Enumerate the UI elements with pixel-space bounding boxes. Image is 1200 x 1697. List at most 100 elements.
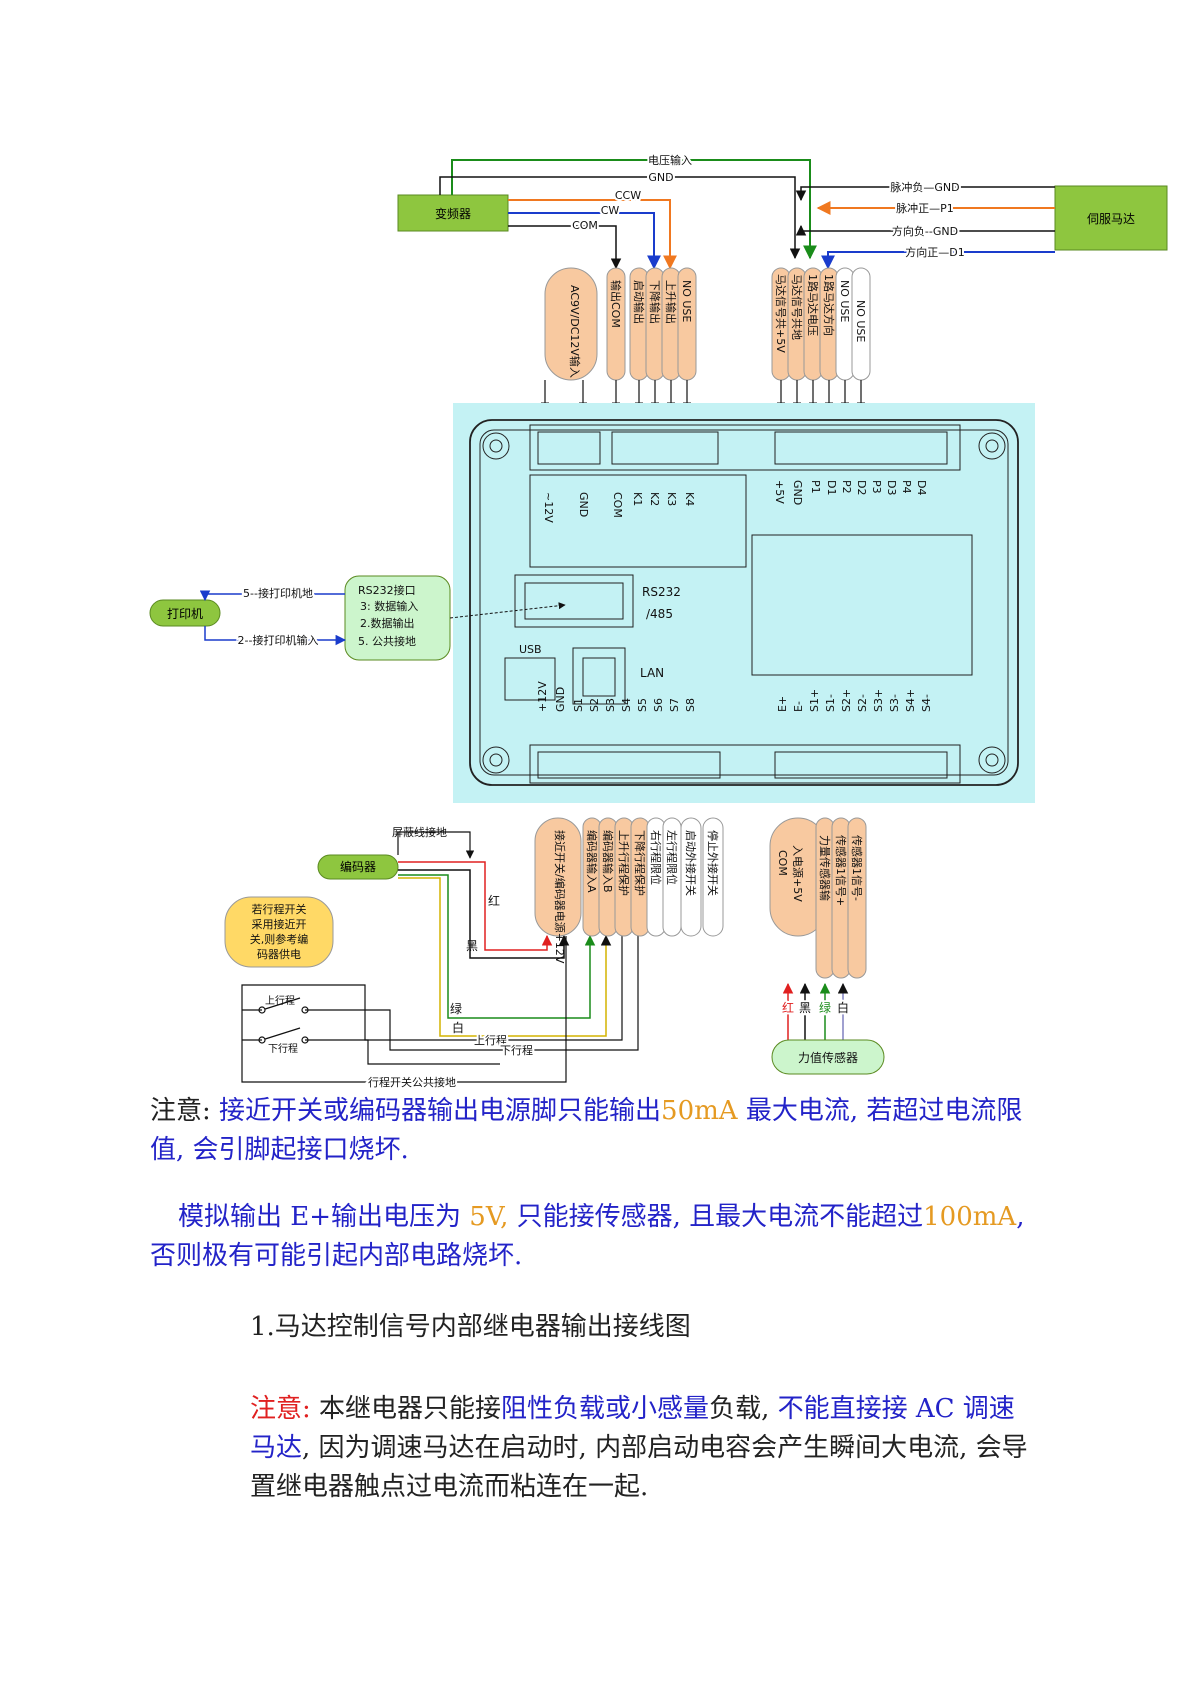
wiring-diagram: 变频器 伺服马达 电压输入 GND CCW CW COM 脉冲负—GND 脉冲正…	[149, 151, 1168, 1091]
note1-value: 50mA	[661, 1096, 738, 1126]
wire-white-label: 白	[452, 1020, 464, 1035]
tt-2: COM	[611, 492, 624, 518]
rs232-line-4: 5. 公共接地	[358, 635, 416, 648]
wire-red	[398, 861, 553, 951]
bottom-terminal-labels: +12V GND S1 S2 S3 S4 S5 S6 S7 S8 E+ E- S…	[536, 681, 933, 712]
bt-l3: S2	[588, 698, 601, 712]
motor-pills: 马达信号共+5V 马达信号共地 1路马达电压 1路马达方向 NO USE NO …	[771, 267, 871, 381]
wire-cw-label: CW	[601, 204, 620, 217]
proximity-note-line-2: 采用接近开	[252, 918, 307, 931]
bt-l5: S4	[620, 698, 633, 712]
pill-sensor-power-label-1: 入电源+5V	[791, 845, 805, 902]
wire-white	[398, 877, 612, 1037]
bt-l2: S1	[572, 698, 585, 712]
top-terminal-block	[529, 424, 961, 471]
board-outline	[469, 419, 1019, 786]
bt-r3: S1-	[824, 694, 837, 712]
note3-load: 负载,	[709, 1394, 778, 1424]
supply-pill-label: AC9V/DC12V输入	[568, 285, 582, 378]
tt-4: K2	[648, 492, 661, 506]
wire-dir-pos-label: 方向正—D1	[905, 245, 964, 259]
wire-voltage-in-label: 电压输入	[648, 153, 692, 167]
wire-dir-neg	[795, 224, 1055, 236]
wire-printer-in-label: 2--接打印机输入	[238, 633, 319, 647]
board-panel	[453, 403, 1035, 803]
pill-enc-b-label: 编码器输入B	[601, 830, 615, 893]
note-relay-load: 注意: 本继电器只能接阻性负载或小感量负载, 不能直接接 AC 调速马达, 因为…	[250, 1390, 1030, 1507]
wire-black-label: 黑	[466, 939, 478, 953]
note3-warning: 不能直接接 AC 调速马达	[250, 1394, 1015, 1463]
wire-dir-pos	[821, 251, 1055, 270]
rs232-line-1: RS232接口	[358, 584, 416, 597]
pill-prox-power	[534, 817, 582, 937]
wire-green-label: 绿	[450, 1001, 462, 1016]
bt-r4: S2+	[840, 689, 853, 712]
pill-no-use-r2-label: NO USE	[854, 300, 867, 342]
usb-label: USB	[519, 643, 542, 656]
pill-sensor-sig-pos-label: 传感器1信号+	[834, 835, 847, 906]
wire-gnd	[439, 176, 801, 260]
lan-port	[572, 647, 626, 705]
pill-left-limit-label: 左行程限位	[665, 830, 679, 885]
tt-14: D3	[885, 480, 898, 495]
inverter-label: 变频器	[435, 206, 471, 221]
tt-11: P2	[840, 480, 853, 494]
board-inner-outline	[479, 429, 1009, 776]
bt-l9: S8	[684, 698, 697, 712]
proximity-note-line-4: 码器供电	[257, 947, 301, 961]
wire-common-gnd-label: 行程开关公共接地	[368, 1075, 456, 1089]
sensor-wire-red: 红	[782, 1000, 794, 1015]
pill-enc-a-label: 编码器输入A	[585, 830, 599, 893]
tt-6: K4	[683, 492, 696, 506]
pill-up-protect-label: 上升行程保护	[617, 830, 631, 896]
bt-l6: S5	[636, 698, 649, 712]
sensor-wires	[782, 982, 849, 1040]
wire-up-travel-label: 上行程	[474, 1034, 507, 1047]
supply-pill	[544, 267, 598, 381]
switch-up-label: 上行程	[265, 994, 295, 1007]
tt-10: D1	[825, 480, 838, 495]
wire-com-label: COM	[572, 219, 598, 232]
pill-motor-volt-label: 1路马达电压	[806, 274, 819, 336]
pill-prox-power-label: 接近开关/编码器电源+12V	[553, 830, 567, 964]
note-encoder-current: 注意: 接近开关或编码器输出电源脚只能输出50mA 最大电流, 若超过电流限值,…	[150, 1092, 1050, 1170]
rs232-port	[514, 574, 634, 628]
tt-13: P3	[870, 480, 883, 494]
board-inner-left	[529, 474, 747, 568]
lan-port-inner	[582, 657, 616, 697]
note3-tail: , 因为调速马达在启动时, 内部启动电容会产生瞬间大电流, 会导置继电器触点过电…	[250, 1433, 1028, 1502]
pill-sensor-sig-neg-label: 传感器1信号-	[850, 835, 863, 901]
sensor-wire-white: 白	[837, 1000, 849, 1015]
wire-green	[398, 874, 596, 1019]
wire-ccw-label: CCW	[615, 189, 641, 202]
pill-sensor-sig-neg	[847, 817, 867, 979]
encoder-box	[317, 854, 399, 880]
pill-out-com-label: 输出COM	[609, 280, 623, 328]
wire-cw	[508, 212, 661, 270]
tt-0: ~12V	[542, 492, 555, 523]
note3-text: 本继电器只能接	[319, 1394, 502, 1424]
servo-box	[1054, 185, 1168, 251]
wire-red-label: 红	[488, 893, 500, 908]
wire-down-travel-label: 下行程	[500, 1044, 533, 1057]
bt-l4: S3	[604, 698, 617, 712]
pill-sensor-power-label-2: COM	[776, 850, 789, 876]
pill-start-out-label: 启动输出	[632, 280, 646, 324]
travel-switches	[241, 936, 639, 1083]
wire-printer-gnd	[199, 590, 345, 602]
wire-black	[398, 869, 570, 959]
pill-up-out-label: 上升输出	[664, 280, 678, 324]
bt-r8: S4+	[904, 689, 917, 712]
inverter-box	[397, 194, 509, 232]
encoder-label: 编码器	[340, 859, 376, 874]
pill-down-out-label: 下降输出	[648, 280, 662, 324]
bt-r6: S3+	[872, 689, 885, 712]
lan-label: LAN	[640, 666, 664, 680]
tt-9: P1	[809, 480, 822, 494]
rs232-line-2: 3: 数据输入	[360, 599, 418, 613]
note1-text: 接近开关或编码器输出电源脚只能输出	[219, 1096, 662, 1126]
relay-pills: 输出COM 启动输出 下降输出 上升输出 NO USE	[606, 267, 697, 381]
input-pills: 接近开关/编码器电源+12V 编码器输入A 编码器输入B 上升行程保护 下降行程…	[534, 817, 724, 964]
rs232-label: RS232	[642, 585, 681, 599]
tt-7: +5V	[773, 480, 786, 504]
